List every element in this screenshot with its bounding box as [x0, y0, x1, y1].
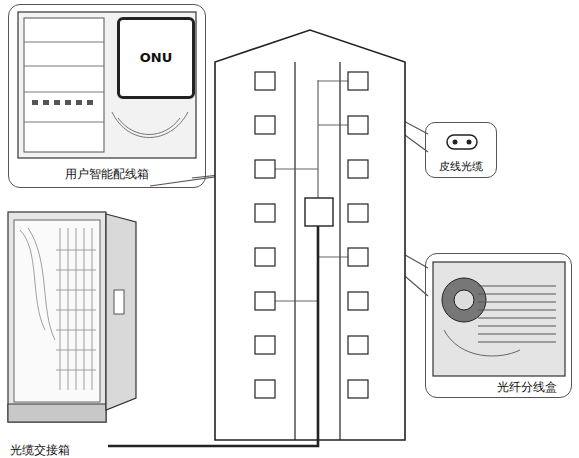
splitter-box-art [433, 262, 565, 376]
room-box [348, 72, 368, 90]
cable-section [447, 135, 477, 149]
fiber-bundles [20, 228, 96, 390]
fiber-bundle [20, 228, 92, 390]
cabinet: 光缆交接箱 [4, 205, 144, 457]
port [87, 100, 93, 105]
port [54, 100, 60, 105]
splitter-housing [433, 262, 565, 376]
node-label: 光纤分线盒 [497, 380, 557, 394]
port-row [32, 100, 93, 105]
feeder-cable [108, 226, 318, 446]
shaft-wall [339, 62, 340, 440]
drop-cables [275, 81, 348, 301]
room-box [348, 160, 368, 178]
floor-splitter-box [305, 198, 333, 226]
module-rack [24, 18, 104, 152]
room-box [255, 380, 275, 398]
callout-box: 光纤分线盒 [425, 253, 572, 398]
splice-tray [442, 278, 486, 322]
cabinet-base [8, 404, 106, 422]
panel-housing [18, 12, 196, 158]
room-boxes [255, 72, 368, 398]
node-label: 用户智能配线箱 [9, 167, 205, 181]
room-box [348, 204, 368, 222]
fiber-core [453, 140, 458, 145]
room-box [348, 380, 368, 398]
room-box [348, 248, 368, 266]
splice-hub [454, 290, 474, 310]
distribution-box-art [18, 12, 196, 158]
room-box [255, 72, 275, 90]
drop-cable [318, 81, 348, 82]
port [65, 100, 71, 105]
port [76, 100, 82, 105]
cabinet-body [8, 212, 106, 422]
door-label-plate [114, 290, 124, 314]
room-box [348, 336, 368, 354]
port [43, 100, 49, 105]
fiber-pigtails [478, 286, 556, 342]
drop-cable-icon [447, 135, 477, 149]
patch-rows [56, 250, 96, 370]
building [215, 30, 405, 440]
room-box [348, 116, 368, 134]
fiber-core [467, 140, 472, 145]
cabinet-frame [14, 220, 100, 402]
node-label: 皮线光缆 [426, 160, 496, 173]
shaft-wall [294, 62, 295, 440]
cable-loop [112, 112, 188, 138]
fiber-loop [444, 330, 520, 356]
room-box [255, 116, 275, 134]
cabinet-door [106, 214, 136, 410]
port [32, 100, 38, 105]
building-outline [215, 30, 405, 440]
drop-cable [318, 257, 348, 258]
callout-box: 皮线光缆 [425, 122, 497, 178]
room-box [255, 292, 275, 310]
module-dividers [24, 42, 104, 122]
drop-cable [275, 169, 318, 170]
cabinet-art [8, 212, 136, 422]
drop-cable [318, 125, 348, 126]
drop-cable [275, 301, 318, 302]
room-box [255, 336, 275, 354]
room-box [255, 204, 275, 222]
node-label: ONU [120, 50, 192, 66]
callout-box: 用户智能配线箱 ONU [8, 4, 206, 188]
node-label: 光缆交接箱 [10, 443, 70, 457]
onu-device: ONU [117, 17, 195, 99]
room-box [255, 160, 275, 178]
room-box [255, 248, 275, 266]
room-box [348, 292, 368, 310]
